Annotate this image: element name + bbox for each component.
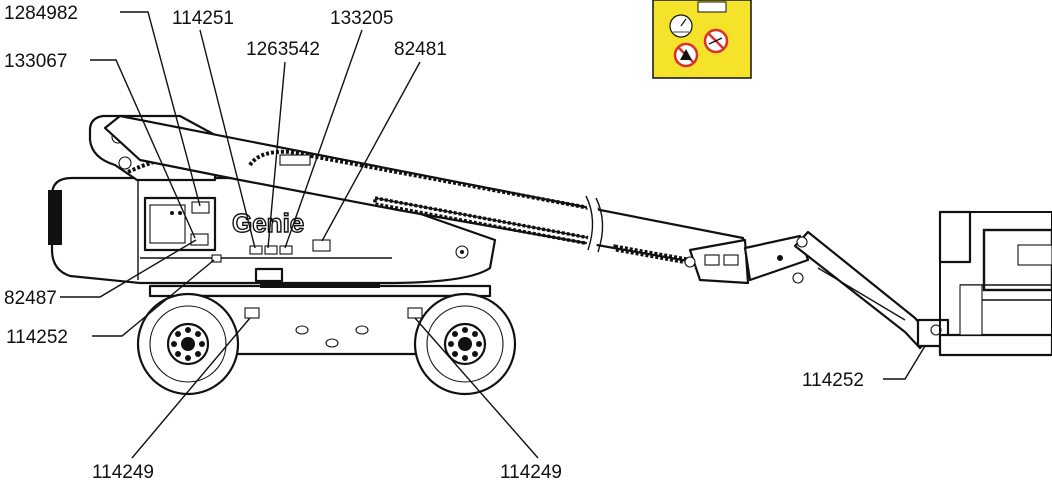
rear-tire	[413, 292, 517, 396]
front-tire	[136, 292, 240, 396]
jib	[743, 230, 950, 350]
boom	[103, 114, 750, 285]
callout-1263542: 1263542	[246, 39, 320, 60]
gauge-icon	[669, 14, 693, 38]
safety-decal	[652, 0, 752, 79]
callout-82481: 82481	[394, 39, 447, 60]
callout-114252-right: 114252	[802, 370, 864, 391]
callout-82487: 82487	[4, 288, 57, 309]
no-slope-icon	[703, 28, 729, 54]
callout-133205: 133205	[330, 8, 393, 29]
callout-114249-right: 114249	[500, 462, 562, 483]
genie-logo: Genie	[232, 208, 304, 238]
platform	[938, 210, 1052, 357]
callout-labels: 1284982 114251 133205 133067 1263542 824…	[4, 3, 864, 483]
no-tipping-icon	[673, 42, 699, 68]
callout-114251: 114251	[172, 8, 234, 29]
callout-114252-left: 114252	[6, 327, 68, 348]
callout-1284982: 1284982	[4, 3, 78, 24]
callout-114249-left: 114249	[92, 462, 154, 483]
leader-lines	[60, 11, 926, 459]
callout-133067: 133067	[4, 51, 67, 72]
